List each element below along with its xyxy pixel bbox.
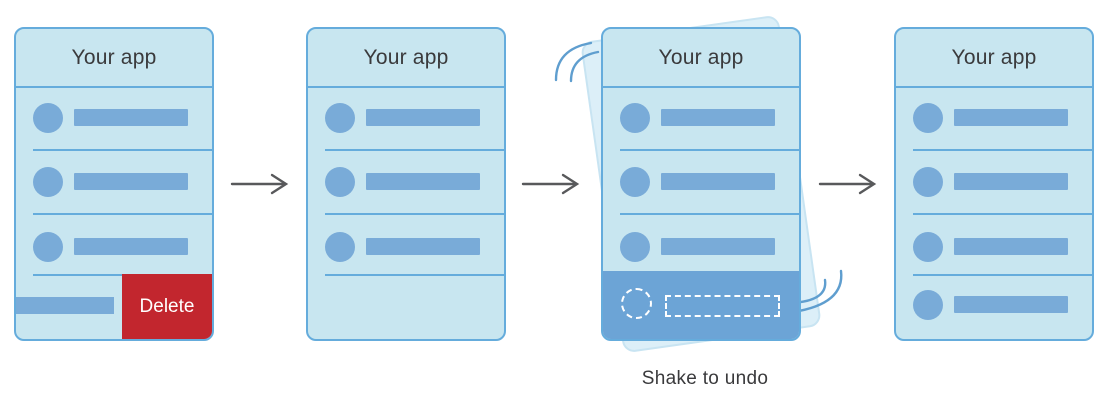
text-bar [661, 238, 775, 255]
text-bar [74, 238, 188, 255]
right-arrow-icon [818, 173, 877, 195]
avatar-circle [325, 167, 355, 197]
text-bar [661, 173, 775, 190]
delete-button-label: Delete [139, 295, 195, 317]
dashed-avatar-placeholder-icon [621, 288, 652, 319]
avatar-circle [33, 167, 63, 197]
delete-button[interactable]: Delete [122, 274, 212, 339]
avatar-circle [325, 103, 355, 133]
row-separator [33, 149, 212, 151]
text-bar [954, 173, 1068, 190]
app-title: Your app [951, 45, 1037, 69]
app-panel-restored: Your app [894, 27, 1094, 341]
avatar-circle [913, 103, 943, 133]
dashed-text-placeholder-icon [665, 295, 780, 317]
avatar-circle [913, 167, 943, 197]
swiped-row-bar [16, 297, 114, 314]
app-panel-shaking: Your app [601, 27, 801, 341]
row-separator [33, 213, 212, 215]
row-separator [325, 213, 504, 215]
panel-header: Your app [16, 29, 212, 88]
panel-header: Your app [308, 29, 504, 88]
panel-header: Your app [603, 29, 799, 88]
text-bar [366, 238, 480, 255]
avatar-circle [620, 167, 650, 197]
text-bar [954, 109, 1068, 126]
app-title: Your app [363, 45, 449, 69]
avatar-circle [620, 103, 650, 133]
text-bar [74, 109, 188, 126]
avatar-circle [33, 232, 63, 262]
row-separator [913, 149, 1092, 151]
panel-header: Your app [896, 29, 1092, 88]
avatar-circle [913, 290, 943, 320]
avatar-circle [325, 232, 355, 262]
row-separator [913, 274, 1092, 276]
row-separator [620, 213, 799, 215]
app-title: Your app [71, 45, 157, 69]
caption: Shake to undo [641, 368, 769, 389]
row-separator [325, 149, 504, 151]
avatar-circle [620, 232, 650, 262]
app-panel-deleted: Your app [306, 27, 506, 341]
avatar-circle [913, 232, 943, 262]
text-bar [661, 109, 775, 126]
avatar-circle [33, 103, 63, 133]
row-separator [325, 274, 504, 276]
text-bar [366, 173, 480, 190]
restoring-row-highlight [603, 271, 799, 339]
row-separator [620, 149, 799, 151]
text-bar [954, 238, 1068, 255]
app-panel-swipe-delete: Your app Delete [14, 27, 214, 341]
app-title: Your app [658, 45, 744, 69]
right-arrow-icon [521, 173, 580, 195]
row-separator [913, 213, 1092, 215]
text-bar [366, 109, 480, 126]
text-bar [74, 173, 188, 190]
text-bar [954, 296, 1068, 313]
right-arrow-icon [230, 173, 289, 195]
